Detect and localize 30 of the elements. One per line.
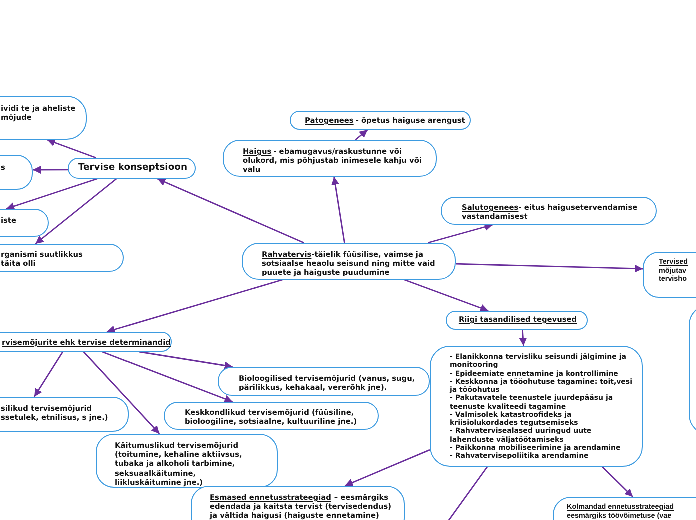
topic-box	[164, 402, 379, 430]
topic-text: Tervise konseptsioon	[77, 163, 188, 174]
arrow	[428, 223, 494, 244]
arrow	[355, 129, 368, 141]
topic-box	[446, 311, 588, 330]
arrow	[456, 263, 644, 273]
arrow	[602, 466, 634, 498]
topic-box	[441, 197, 657, 225]
arrow	[33, 166, 68, 174]
topic-box	[68, 158, 196, 179]
arrow	[34, 352, 64, 398]
arrow	[344, 449, 430, 487]
arrow	[6, 178, 98, 210]
arrow	[83, 352, 160, 434]
arrow	[47, 139, 96, 159]
arrow	[35, 178, 118, 245]
topic-box	[290, 111, 471, 130]
topic-box	[430, 346, 643, 467]
arrow	[139, 351, 233, 370]
arrow	[332, 176, 346, 244]
topic-box	[0, 332, 172, 352]
arrow	[157, 178, 304, 244]
topic-box	[223, 140, 437, 177]
arrow	[519, 330, 528, 346]
arrow	[106, 279, 283, 334]
topic-box	[218, 367, 430, 396]
topic-box	[242, 243, 456, 280]
arrow	[102, 351, 234, 403]
arrow	[404, 279, 489, 312]
topic-box	[96, 434, 278, 488]
